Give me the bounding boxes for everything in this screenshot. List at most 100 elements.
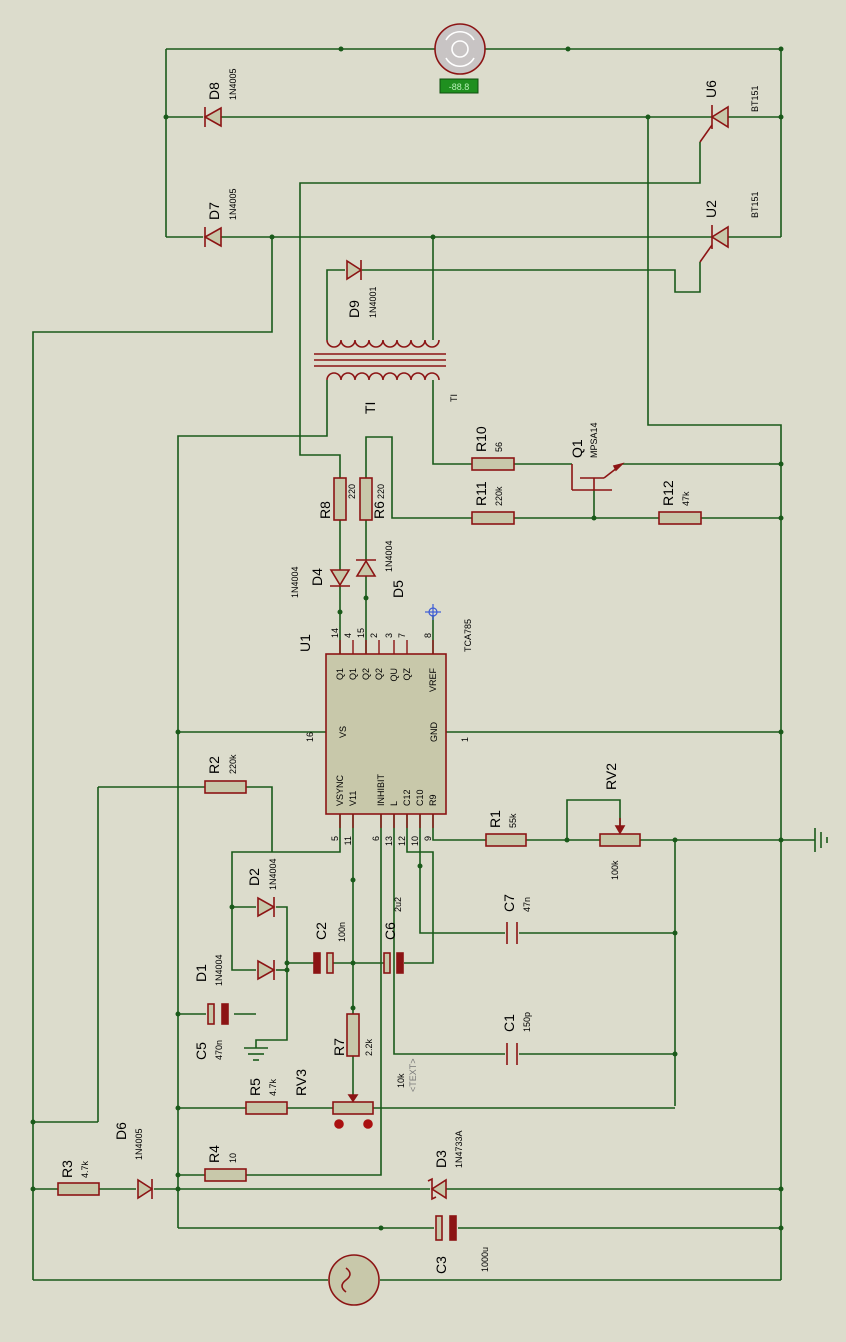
label-d8-ref: D8 xyxy=(206,82,222,100)
ic-pin-name: VSYNC xyxy=(335,774,345,806)
diode-d5[interactable] xyxy=(355,559,377,577)
label-r2-ref: R2 xyxy=(206,756,222,774)
ac-source[interactable] xyxy=(328,1254,380,1306)
zener-d3[interactable] xyxy=(427,1177,447,1201)
label-r6-ref: R6 xyxy=(371,501,387,519)
label-r1-ref: R1 xyxy=(487,810,503,828)
label-u2-value: BT151 xyxy=(750,191,760,218)
ic-pin-name: VS xyxy=(338,726,348,738)
ic-pin-name: Q1 xyxy=(335,668,345,680)
resistor-r12[interactable] xyxy=(658,511,702,525)
ic-pin-name: INHIBIT xyxy=(376,773,386,806)
label-d1-value: 1N4004 xyxy=(214,954,224,986)
label-rv3-ref: RV3 xyxy=(293,1069,309,1096)
label-rv2-ref: RV2 xyxy=(603,763,619,790)
ic-pin-number: 7 xyxy=(397,633,407,638)
resistor-r4[interactable] xyxy=(204,1168,247,1182)
label-u6-value: BT151 xyxy=(750,85,760,112)
label-r5-value: 4.7k xyxy=(268,1078,278,1096)
diode-d4[interactable] xyxy=(329,569,351,587)
thyristor-u2[interactable] xyxy=(699,225,729,263)
capacitor-c3[interactable] xyxy=(435,1215,457,1241)
label-rv3-text: <TEXT> xyxy=(408,1058,418,1092)
resistor-r3[interactable] xyxy=(57,1182,100,1196)
capacitor-c2[interactable] xyxy=(313,952,334,974)
label-q1-value: MPSA14 xyxy=(589,422,599,458)
wires xyxy=(32,48,815,1281)
diode-d9[interactable] xyxy=(346,259,363,281)
diode-d1[interactable] xyxy=(257,959,276,981)
label-d1-ref: D1 xyxy=(193,964,209,982)
ground-icon xyxy=(814,828,828,852)
label-d7-ref: D7 xyxy=(206,202,222,220)
resistor-r5[interactable] xyxy=(245,1101,288,1115)
diode-d8[interactable] xyxy=(203,106,222,128)
label-d6-ref: D6 xyxy=(113,1122,129,1140)
label-d4-value: 1N4004 xyxy=(290,566,300,598)
resistor-r6[interactable] xyxy=(359,477,373,521)
resistor-r10[interactable] xyxy=(471,457,515,471)
ic-pin-name: R9 xyxy=(428,794,438,806)
potentiometer-rv2[interactable] xyxy=(599,818,641,847)
ic-pin-number: 2 xyxy=(369,633,379,638)
motor-symbol[interactable] xyxy=(434,23,486,75)
resistor-r2[interactable] xyxy=(204,780,247,794)
diode-d2[interactable] xyxy=(257,896,276,918)
capacitor-c7[interactable] xyxy=(506,922,518,944)
ground-symbols xyxy=(244,828,828,1061)
label-d2-ref: D2 xyxy=(246,868,262,886)
ic-pin-name: V11 xyxy=(348,791,358,806)
ic-pin-number: 3 xyxy=(384,633,394,638)
motor-display-value: -88.8 xyxy=(449,82,470,92)
capacitor-c5[interactable] xyxy=(207,1003,229,1025)
label-d4-ref: D4 xyxy=(309,568,325,586)
resistor-r7[interactable] xyxy=(346,1013,360,1057)
label-d8-value: 1N4005 xyxy=(228,68,238,100)
label-c1-ref: C1 xyxy=(501,1014,517,1032)
resistor-r8[interactable] xyxy=(333,477,347,521)
label-d5-ref: D5 xyxy=(390,580,406,598)
ic-pin-number: 4 xyxy=(343,633,353,638)
label-u6-ref: U6 xyxy=(703,80,719,98)
label-r7-value: 2.2k xyxy=(364,1038,374,1056)
capacitor-c1[interactable] xyxy=(506,1043,518,1065)
resistor-r1[interactable] xyxy=(485,833,527,847)
ic-pin-name: C12 xyxy=(402,789,412,806)
diode-d6[interactable] xyxy=(137,1178,154,1200)
label-r11-value: 220k xyxy=(494,486,504,506)
potentiometer-rv3[interactable] xyxy=(332,1094,374,1129)
label-c7-value: 47n xyxy=(522,897,532,912)
label-c2-ref: C2 xyxy=(313,922,329,940)
diode-d7[interactable] xyxy=(203,226,222,248)
label-r12-value: 47k xyxy=(681,491,691,506)
ic-ref: U1 xyxy=(297,634,313,652)
probe-marker-icon xyxy=(425,604,441,620)
ic-pin-number: 8 xyxy=(423,633,433,638)
motor-display: -88.8 xyxy=(439,78,479,94)
ic-pin-number: 14 xyxy=(330,628,340,638)
transistor-q1[interactable] xyxy=(571,462,625,491)
component-labels: D8 1N4005 D7 1N4005 U6 BT151 U2 BT151 D9… xyxy=(59,68,760,1274)
ic-pin-name: Q2 xyxy=(374,668,384,680)
ic-pin-name: QU xyxy=(389,668,399,682)
transformer-t1[interactable] xyxy=(314,339,446,381)
label-d7-value: 1N4005 xyxy=(228,188,238,220)
ic-u1[interactable]: Q1 Q1 Q2 Q2 QU QZ VREF VSYNC V11 INHIBIT… xyxy=(297,619,473,846)
ic-pin-number: 16 xyxy=(305,732,315,742)
label-rv3-value: 10k xyxy=(396,1073,406,1088)
label-c5-ref: C5 xyxy=(193,1042,209,1060)
label-t1-value: TI xyxy=(449,394,459,402)
thyristor-u6[interactable] xyxy=(699,105,729,143)
ic-pin-number: 12 xyxy=(397,836,407,846)
ic-pin-name: C10 xyxy=(415,789,425,806)
resistor-r11[interactable] xyxy=(471,511,515,525)
label-d3-ref: D3 xyxy=(433,1150,449,1168)
label-c2-value: 100n xyxy=(337,922,347,942)
label-r10-ref: R10 xyxy=(473,426,489,452)
ic-pin-number: 5 xyxy=(330,836,340,841)
label-d2-value: 1N4004 xyxy=(268,858,278,890)
capacitor-c6[interactable] xyxy=(383,952,404,974)
label-c1-value: 150p xyxy=(522,1012,532,1032)
label-c5-value: 470n xyxy=(214,1040,224,1060)
label-r2-value: 220k xyxy=(228,754,238,774)
